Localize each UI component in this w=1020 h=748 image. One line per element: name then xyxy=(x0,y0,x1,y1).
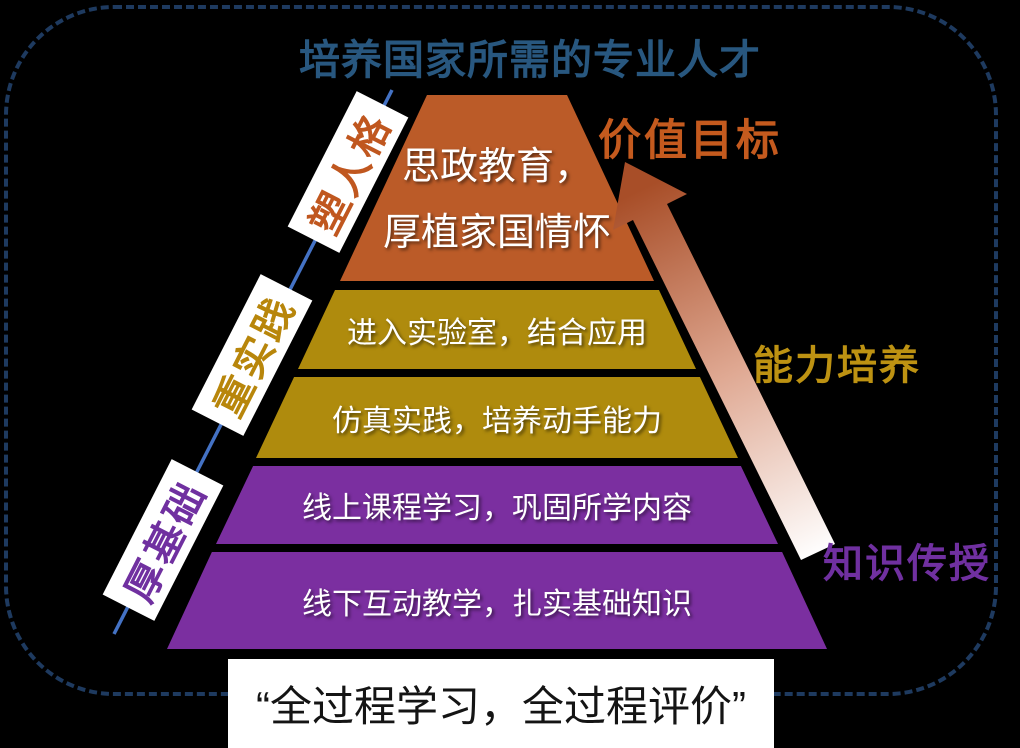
level-online-text: 线上课程学习，巩固所学内容 xyxy=(302,492,692,525)
pyramid-level-online: 线上课程学习，巩固所学内容 xyxy=(216,466,778,544)
side-label-ability: 能力培养 xyxy=(753,342,921,389)
side-label-knowledge: 知识传授 xyxy=(823,540,991,587)
pyramid-level-simulation: 仿真实践，培养动手能力 xyxy=(256,377,738,458)
side-label-value-goal: 价值目标 xyxy=(598,116,782,166)
level-simulation-text: 仿真实践，培养动手能力 xyxy=(332,404,662,438)
footer-quote-box: “全过程学习，全过程评价” xyxy=(228,659,774,748)
footer-quote-text: “全过程学习，全过程评价” xyxy=(256,683,746,730)
level-ideology-line2: 厚植家国情怀 xyxy=(382,210,611,254)
page-title: 培养国家所需的专业人才 xyxy=(299,37,761,83)
pyramid-level-lab: 进入实验室，结合应用 xyxy=(298,290,696,369)
level-ideology-line1: 思政教育， xyxy=(401,144,592,188)
level-lab-text: 进入实验室，结合应用 xyxy=(347,316,647,350)
level-offline-text: 线下互动教学，扎实基础知识 xyxy=(302,587,692,621)
pyramid-level-offline: 线下互动教学，扎实基础知识 xyxy=(167,552,827,649)
